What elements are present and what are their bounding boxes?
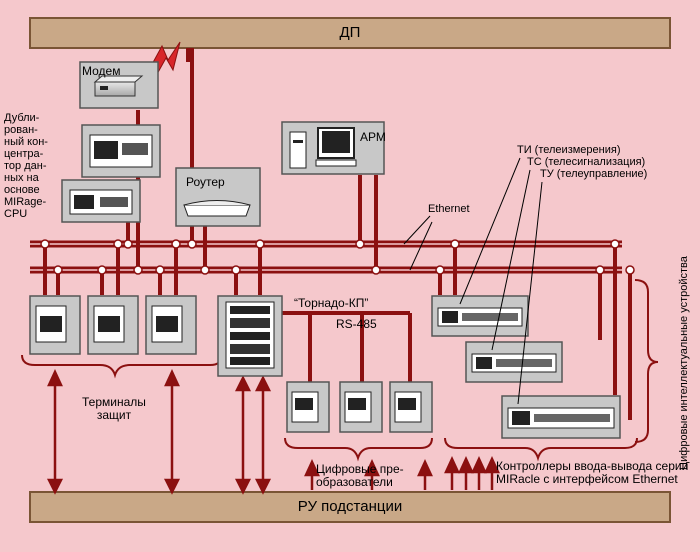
- concentrator-label: Дубли- рован- ный кон- центра- тор дан- …: [4, 112, 48, 220]
- junctions: [40, 239, 635, 275]
- dp-label: ДП: [339, 24, 361, 41]
- router-label: Роутер: [186, 175, 225, 189]
- substation-bar: [29, 491, 671, 523]
- controller-icon: [431, 295, 621, 439]
- ts-label: ТС (телесигнализация): [527, 156, 646, 168]
- router-icon: [175, 167, 261, 227]
- converters-label: Цифровые пре- образователи: [316, 462, 404, 489]
- tu-label: ТУ (телеуправление): [540, 168, 648, 180]
- modem-icon: [79, 61, 159, 109]
- terminal-icon: [29, 295, 197, 355]
- substation-label: РУ подстанции: [297, 498, 403, 515]
- ied-label: Цифровые интеллектуальные устройства: [678, 256, 690, 470]
- tornado-label: “Торнадо-КП”: [294, 296, 369, 310]
- modem-label: Модем: [82, 64, 121, 78]
- rack-icon: [217, 295, 283, 377]
- arrows: [46, 369, 500, 495]
- ethernet-label: Ethernet: [428, 203, 470, 215]
- dp-bar: [29, 17, 671, 49]
- server-icon: [61, 124, 161, 223]
- converter-icon: [286, 381, 433, 433]
- arm-label: АРМ: [360, 130, 386, 144]
- terminals-label: Терминалы защит: [82, 395, 146, 422]
- rs485-label: RS-485: [336, 317, 377, 331]
- computer-icon: [281, 121, 385, 175]
- ti-label: ТИ (телеизмерения): [517, 144, 621, 156]
- braces: [21, 279, 659, 462]
- controllers-label: Контроллеры ввода-вывода серии MIRacle с…: [496, 459, 689, 486]
- callout-lines: [403, 157, 543, 405]
